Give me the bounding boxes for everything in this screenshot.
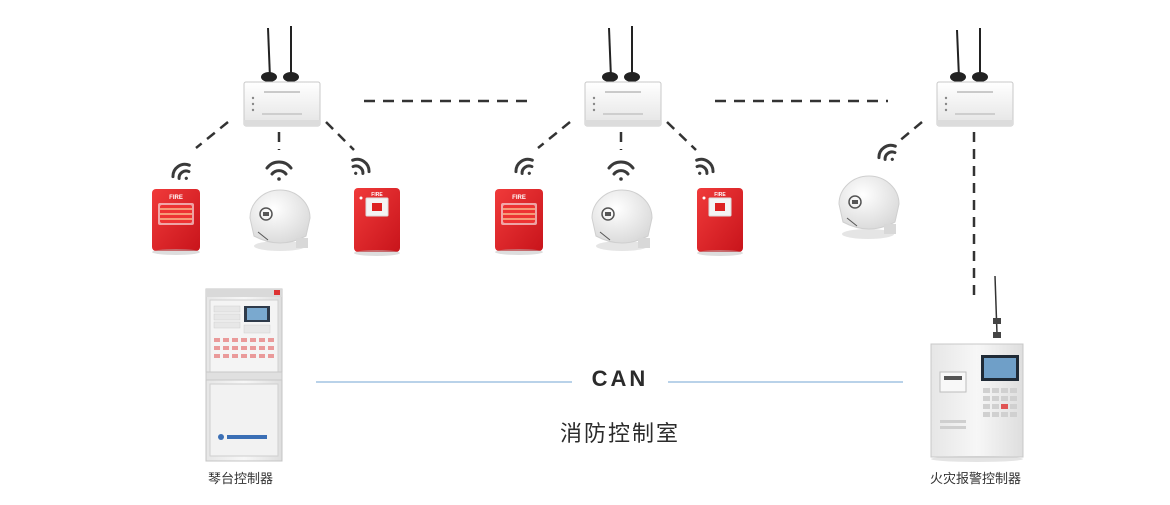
- manual-call-point-1: [354, 188, 400, 256]
- wireless-gateway-2: [584, 26, 662, 127]
- control-room-label: 消防控制室: [559, 422, 680, 447]
- fire-marking: FIRE: [714, 192, 726, 198]
- wireless-gateway-1: [243, 26, 321, 127]
- smoke-detector-2: [591, 189, 653, 251]
- fire-alarm-controller-label: 火灾报警控制器: [930, 472, 1022, 487]
- can-bus-label: CAN: [591, 366, 649, 391]
- fire-marking: FIRE: [169, 195, 183, 201]
- device-links: [195, 121, 976, 298]
- console-controller-label: 琴台控制器: [208, 472, 274, 487]
- fire-marking: FIRE: [512, 195, 526, 201]
- wireless-gateway-3: [936, 28, 1014, 127]
- sound-light-alarm-1: [152, 189, 200, 255]
- console-controller: [205, 288, 283, 462]
- smoke-detector-1: [249, 189, 311, 251]
- smoke-detector-3: [838, 175, 900, 239]
- sound-light-alarm-2: [495, 189, 543, 255]
- wifi-icon: [171, 143, 897, 181]
- manual-call-point-2: [697, 188, 743, 256]
- fire-alarm-controller: [930, 275, 1024, 462]
- fire-marking: FIRE: [371, 192, 383, 198]
